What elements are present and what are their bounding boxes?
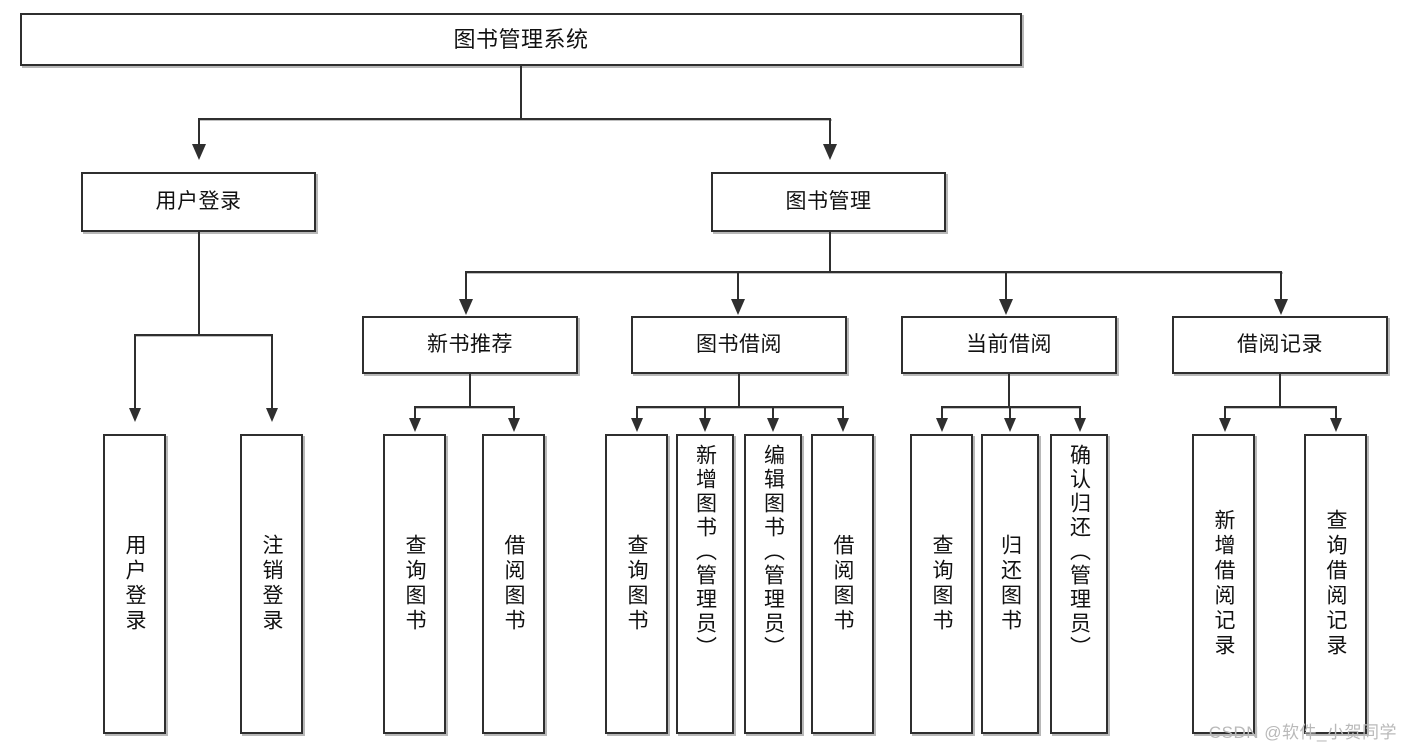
connector-nbr-leaf1 [414, 406, 416, 420]
node-label: 查询图书 [930, 534, 953, 634]
connector-new-book-rec-bus [414, 406, 514, 408]
connector-to-current-borrow [1005, 271, 1007, 301]
arrowhead-br-leaf2 [1330, 418, 1342, 432]
connector-br-leaf1 [1224, 406, 1226, 420]
leaf-add-borrow-record[interactable]: 新增借阅记录 [1192, 434, 1255, 734]
node-new-book-recommend[interactable]: 新书推荐 [362, 316, 578, 374]
connector-book-borrow-bus [636, 406, 843, 408]
leaf-borrow-book-newrec[interactable]: 借阅图书 [482, 434, 545, 734]
arrowhead-br-leaf1 [1219, 418, 1231, 432]
node-label: 新书推荐 [427, 332, 513, 356]
node-book-borrow[interactable]: 图书借阅 [631, 316, 847, 374]
arrowhead-book-manage [823, 144, 837, 160]
connector-new-book-rec-stem [469, 374, 471, 406]
arrowhead-bb-leaf2 [699, 418, 711, 432]
node-label: 新增图书（管理员） [693, 444, 717, 660]
connector-borrow-record-stem [1279, 374, 1281, 406]
connector-bb-leaf2 [704, 406, 706, 420]
node-label: 查询图书 [625, 534, 648, 634]
connector-root-stem [520, 66, 522, 118]
connector-to-book-borrow [737, 271, 739, 301]
node-label: 查询借阅记录 [1324, 509, 1347, 659]
connector-user-login-bus [134, 334, 272, 336]
connector-bb-leaf1 [636, 406, 638, 420]
node-root-system[interactable]: 图书管理系统 [20, 13, 1022, 66]
connector-br-leaf2 [1335, 406, 1337, 420]
node-label: 图书管理 [785, 189, 872, 213]
node-label: 查询图书 [403, 534, 426, 634]
arrowhead-user-login [192, 144, 206, 160]
connector-book-borrow-stem [738, 374, 740, 406]
connector-user-login-stem [198, 232, 200, 334]
connector-user-login-leaf1 [134, 334, 136, 410]
connector-cb-leaf3 [1079, 406, 1081, 420]
leaf-borrow-book-borrow[interactable]: 借阅图书 [811, 434, 874, 734]
arrowhead-leaf-logout [266, 408, 278, 422]
arrowhead-nbr-leaf1 [409, 418, 421, 432]
connector-book-manage-stem [829, 232, 831, 271]
leaf-user-login[interactable]: 用户登录 [103, 434, 166, 734]
connector-cb-leaf1 [941, 406, 943, 420]
leaf-query-book-current[interactable]: 查询图书 [910, 434, 973, 734]
leaf-add-book-admin[interactable]: 新增图书（管理员） [676, 434, 734, 734]
node-label: 当前借阅 [966, 332, 1052, 356]
arrowhead-cb-leaf2 [1004, 418, 1016, 432]
connector-bb-leaf4 [842, 406, 844, 420]
connector-nbr-leaf2 [513, 406, 515, 420]
leaf-query-book-newrec[interactable]: 查询图书 [383, 434, 446, 734]
node-label: 用户登录 [155, 189, 242, 213]
arrowhead-current-borrow [999, 299, 1013, 315]
leaf-query-book-borrow[interactable]: 查询图书 [605, 434, 668, 734]
arrowhead-cb-leaf3 [1074, 418, 1086, 432]
node-label: 图书借阅 [696, 332, 782, 356]
leaf-edit-book-admin[interactable]: 编辑图书（管理员） [744, 434, 802, 734]
connector-level2-bus [198, 118, 831, 120]
connector-to-user-login [198, 118, 200, 146]
node-borrow-record[interactable]: 借阅记录 [1172, 316, 1388, 374]
node-label: 注销登录 [260, 534, 283, 634]
arrowhead-nbr-leaf2 [508, 418, 520, 432]
connector-borrow-record-bus [1224, 406, 1336, 408]
leaf-query-borrow-record[interactable]: 查询借阅记录 [1304, 434, 1367, 734]
arrowhead-cb-leaf1 [936, 418, 948, 432]
arrowhead-borrow-record [1274, 299, 1288, 315]
node-current-borrow[interactable]: 当前借阅 [901, 316, 1117, 374]
node-label: 借阅图书 [831, 534, 854, 634]
arrowhead-leaf-user-login [129, 408, 141, 422]
node-label: 图书管理系统 [453, 26, 589, 52]
node-label: 借阅记录 [1237, 332, 1323, 356]
connector-to-borrow-record [1280, 271, 1282, 301]
connector-current-borrow-stem [1008, 374, 1010, 406]
node-book-manage[interactable]: 图书管理 [711, 172, 946, 232]
leaf-return-book[interactable]: 归还图书 [981, 434, 1039, 734]
arrowhead-bb-leaf4 [837, 418, 849, 432]
node-label: 归还图书 [998, 534, 1022, 634]
leaf-logout-login[interactable]: 注销登录 [240, 434, 303, 734]
node-label: 借阅图书 [502, 534, 525, 634]
node-label: 新增借阅记录 [1212, 509, 1235, 659]
arrowhead-bb-leaf3 [767, 418, 779, 432]
connector-user-login-leaf2 [271, 334, 273, 410]
connector-cb-leaf2 [1009, 406, 1011, 420]
node-label: 确认归还（管理员） [1067, 444, 1091, 660]
connector-level3-bus [465, 271, 1282, 273]
arrowhead-bb-leaf1 [631, 418, 643, 432]
connector-to-new-book-rec [465, 271, 467, 301]
node-user-login[interactable]: 用户登录 [81, 172, 316, 232]
node-label: 用户登录 [123, 534, 146, 634]
connector-to-book-manage [829, 118, 831, 146]
arrowhead-new-book-rec [459, 299, 473, 315]
node-label: 编辑图书（管理员） [761, 444, 785, 660]
leaf-confirm-return-admin[interactable]: 确认归还（管理员） [1050, 434, 1108, 734]
connector-bb-leaf3 [772, 406, 774, 420]
arrowhead-book-borrow [731, 299, 745, 315]
